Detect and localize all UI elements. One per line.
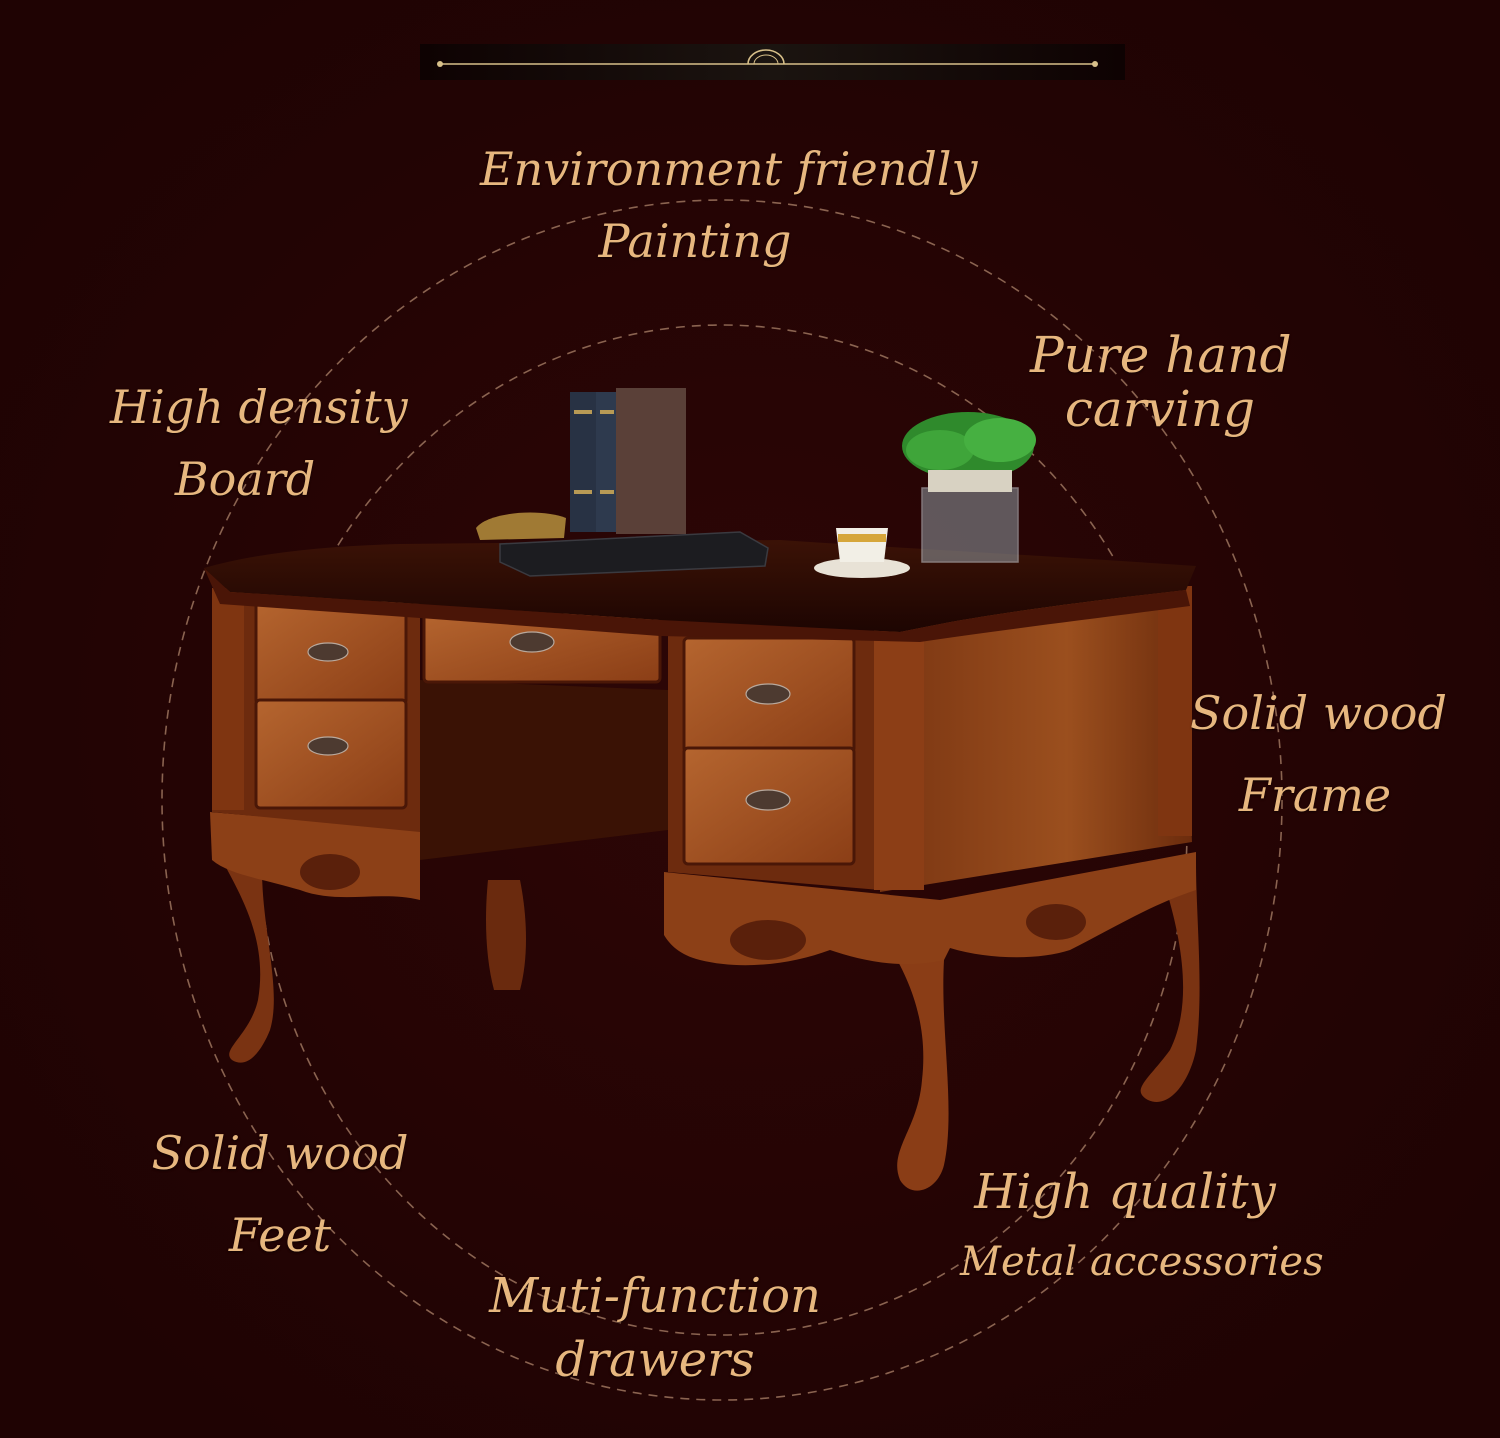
label-line: drawers	[555, 1332, 755, 1388]
label-line: High density	[110, 380, 408, 434]
carved-pillar	[212, 588, 244, 810]
label-line: Solid wood	[1190, 686, 1447, 740]
label-line: Board	[174, 452, 316, 506]
label-line: Pure hand	[1030, 326, 1292, 384]
decor-box	[476, 512, 566, 540]
label-environment-friendly: Environment friendly Painting	[480, 142, 978, 268]
ornament-icon	[747, 49, 785, 65]
drawer-handle	[307, 736, 349, 756]
desk-leg	[486, 880, 526, 990]
label-high-density-board: High density Board	[110, 380, 408, 506]
desk-leg	[1140, 860, 1200, 1102]
label-line: Feet	[228, 1208, 332, 1262]
drawer-handle	[745, 683, 791, 705]
laptop	[499, 531, 769, 577]
drawer-handle	[745, 789, 791, 811]
coffee-cup	[814, 528, 910, 578]
desk-leg	[872, 920, 949, 1191]
drawer-handle	[307, 642, 349, 662]
desk-apron	[210, 812, 420, 900]
label-line: Environment friendly	[480, 142, 978, 196]
label-pure-hand-carving: Pure hand carving	[1030, 326, 1292, 438]
label-solid-wood-feet: Solid wood Feet	[150, 1130, 410, 1258]
label-multi-function-drawers: Muti-function drawers	[480, 1272, 830, 1384]
carved-pillar	[1158, 586, 1192, 836]
desk-top	[204, 540, 1196, 632]
label-line: Solid wood	[151, 1126, 409, 1180]
carved-pillar	[874, 628, 924, 890]
top-ornament-bar	[420, 44, 1125, 80]
desk-leg	[212, 840, 274, 1063]
desk-illustration	[204, 388, 1200, 1191]
books	[570, 388, 686, 534]
label-line: Muti-function	[489, 1268, 821, 1324]
label-line: Painting	[598, 214, 792, 268]
label-line: Metal accessories	[960, 1239, 1324, 1285]
label-high-quality-metal: High quality Metal accessories	[960, 1164, 1324, 1285]
label-line: carving	[1064, 380, 1256, 438]
label-solid-wood-frame: Solid wood Frame	[1190, 686, 1447, 822]
label-line: Frame	[1238, 768, 1392, 822]
plant	[902, 412, 1036, 563]
label-line: High quality	[974, 1164, 1276, 1220]
drawer-handle	[509, 631, 555, 653]
